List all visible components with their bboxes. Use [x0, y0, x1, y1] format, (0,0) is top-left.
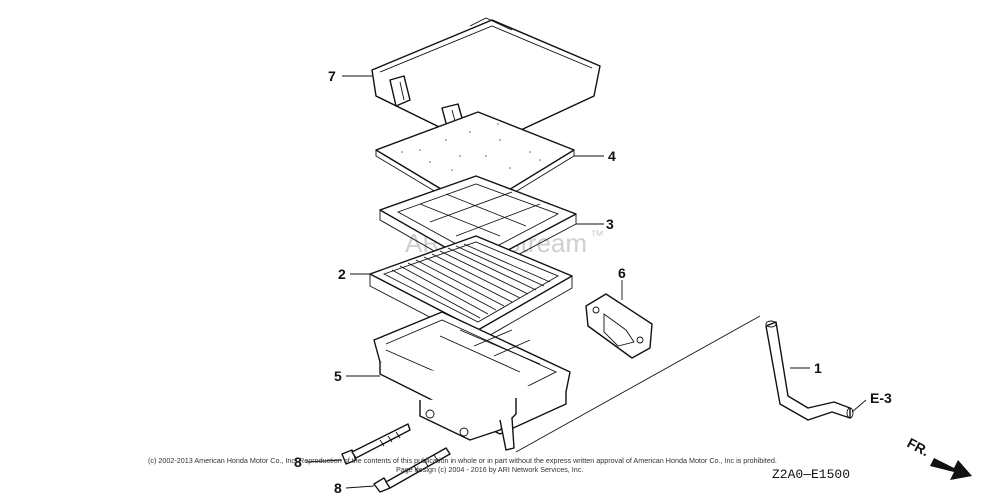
callout-8-lower: 8 — [334, 480, 342, 496]
diagram-code: Z2A0—E1500 — [772, 467, 850, 482]
callout-6: 6 — [618, 265, 626, 281]
front-label: FR. — [905, 435, 932, 460]
callout-2: 2 — [338, 266, 346, 282]
callout-4: 4 — [608, 148, 616, 164]
leader-lines — [305, 75, 867, 489]
copyright-line-1: (c) 2002-2013 American Honda Motor Co., … — [148, 456, 777, 465]
part-8-bolt-upper[interactable] — [341, 423, 411, 465]
front-arrow-icon — [930, 458, 972, 480]
callout-5: 5 — [334, 368, 342, 384]
callout-3: 3 — [606, 216, 614, 232]
callout-7: 7 — [328, 68, 336, 84]
watermark-tm: ™ — [590, 227, 604, 243]
reference-e3[interactable]: E-3 — [870, 390, 892, 406]
part-6-gasket[interactable] — [585, 293, 653, 359]
copyright-line-2: Page design (c) 2004 - 2016 by ARI Netwo… — [396, 465, 583, 474]
part-5-air-cleaner-case[interactable] — [373, 311, 571, 451]
front-direction-indicator: FR. — [905, 435, 972, 480]
callout-8-upper: 8 — [294, 454, 302, 470]
part-8-bolt-lower[interactable] — [373, 447, 451, 493]
part-1-breather-tube[interactable] — [765, 320, 854, 421]
callout-1: 1 — [814, 360, 822, 376]
tube-routing-line — [515, 315, 761, 453]
copyright-block: (c) 2002-2013 American Honda Motor Co., … — [148, 456, 777, 474]
callouts: 7 4 3 2 6 5 1 8 8 — [294, 68, 822, 496]
